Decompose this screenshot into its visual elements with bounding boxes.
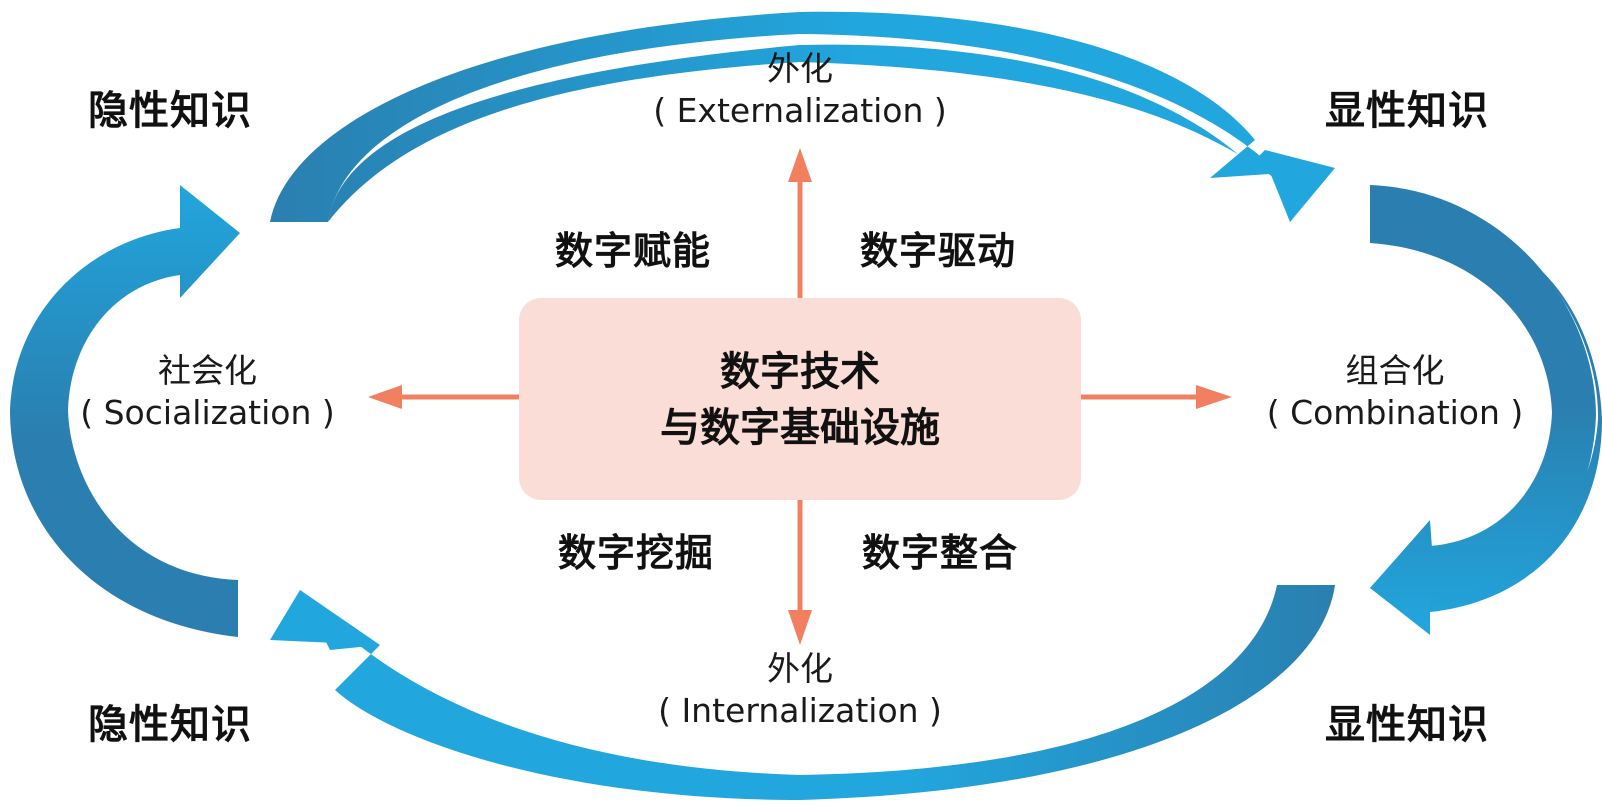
stage-internalization-en: ( Internalization ): [658, 691, 942, 730]
arrow-left-head: [368, 385, 402, 409]
stage-socialization: 社会化 ( Socialization ): [30, 350, 385, 434]
arrow-up-head: [788, 148, 812, 182]
corner-explicit-top-right: 显性知识: [1325, 88, 1489, 134]
corner-explicit-bottom-right: 显性知识: [1325, 702, 1489, 748]
stage-externalization: 外化 ( Externalization ): [600, 48, 1000, 132]
cycle-arrow-bottom: [270, 585, 1335, 800]
driver-digital-mining: 数字挖掘: [558, 531, 715, 575]
cycle-arrow-right-body: [1370, 185, 1596, 628]
arrow-right-head: [1196, 385, 1232, 409]
stage-socialization-cn: 社会化: [158, 351, 257, 390]
stage-externalization-cn: 外化: [767, 49, 833, 88]
stage-socialization-en: ( Socialization ): [80, 393, 335, 432]
cycle-arrow-right: [1370, 185, 1602, 635]
core-label-line1: 数字技术: [720, 349, 880, 395]
driver-digital-driven: 数字驱动: [860, 229, 1017, 273]
core-label: 数字技术 与数字基础设施: [519, 344, 1081, 456]
cycle-arrow-left: [10, 185, 240, 637]
stage-internalization: 外化 ( Internalization ): [600, 648, 1000, 732]
stage-combination-en: ( Combination ): [1266, 393, 1524, 432]
corner-tacit-bottom-left: 隐性知识: [88, 702, 252, 748]
core-box: [519, 298, 1081, 500]
stage-externalization-en: ( Externalization ): [653, 91, 947, 130]
driver-digital-empowerment: 数字赋能: [555, 229, 712, 273]
stage-combination: 组合化 ( Combination ): [1210, 350, 1580, 434]
corner-tacit-top-left: 隐性知识: [88, 88, 252, 134]
core-label-line2: 与数字基础设施: [660, 405, 940, 451]
cycle-arrow-top: [270, 44, 1335, 223]
driver-digital-integration: 数字整合: [862, 531, 1019, 575]
stage-combination-cn: 组合化: [1345, 351, 1445, 390]
arrow-down-head: [788, 610, 812, 645]
cycle-arrow-top-body: [270, 11, 1330, 222]
stage-internalization-cn: 外化: [767, 649, 833, 688]
